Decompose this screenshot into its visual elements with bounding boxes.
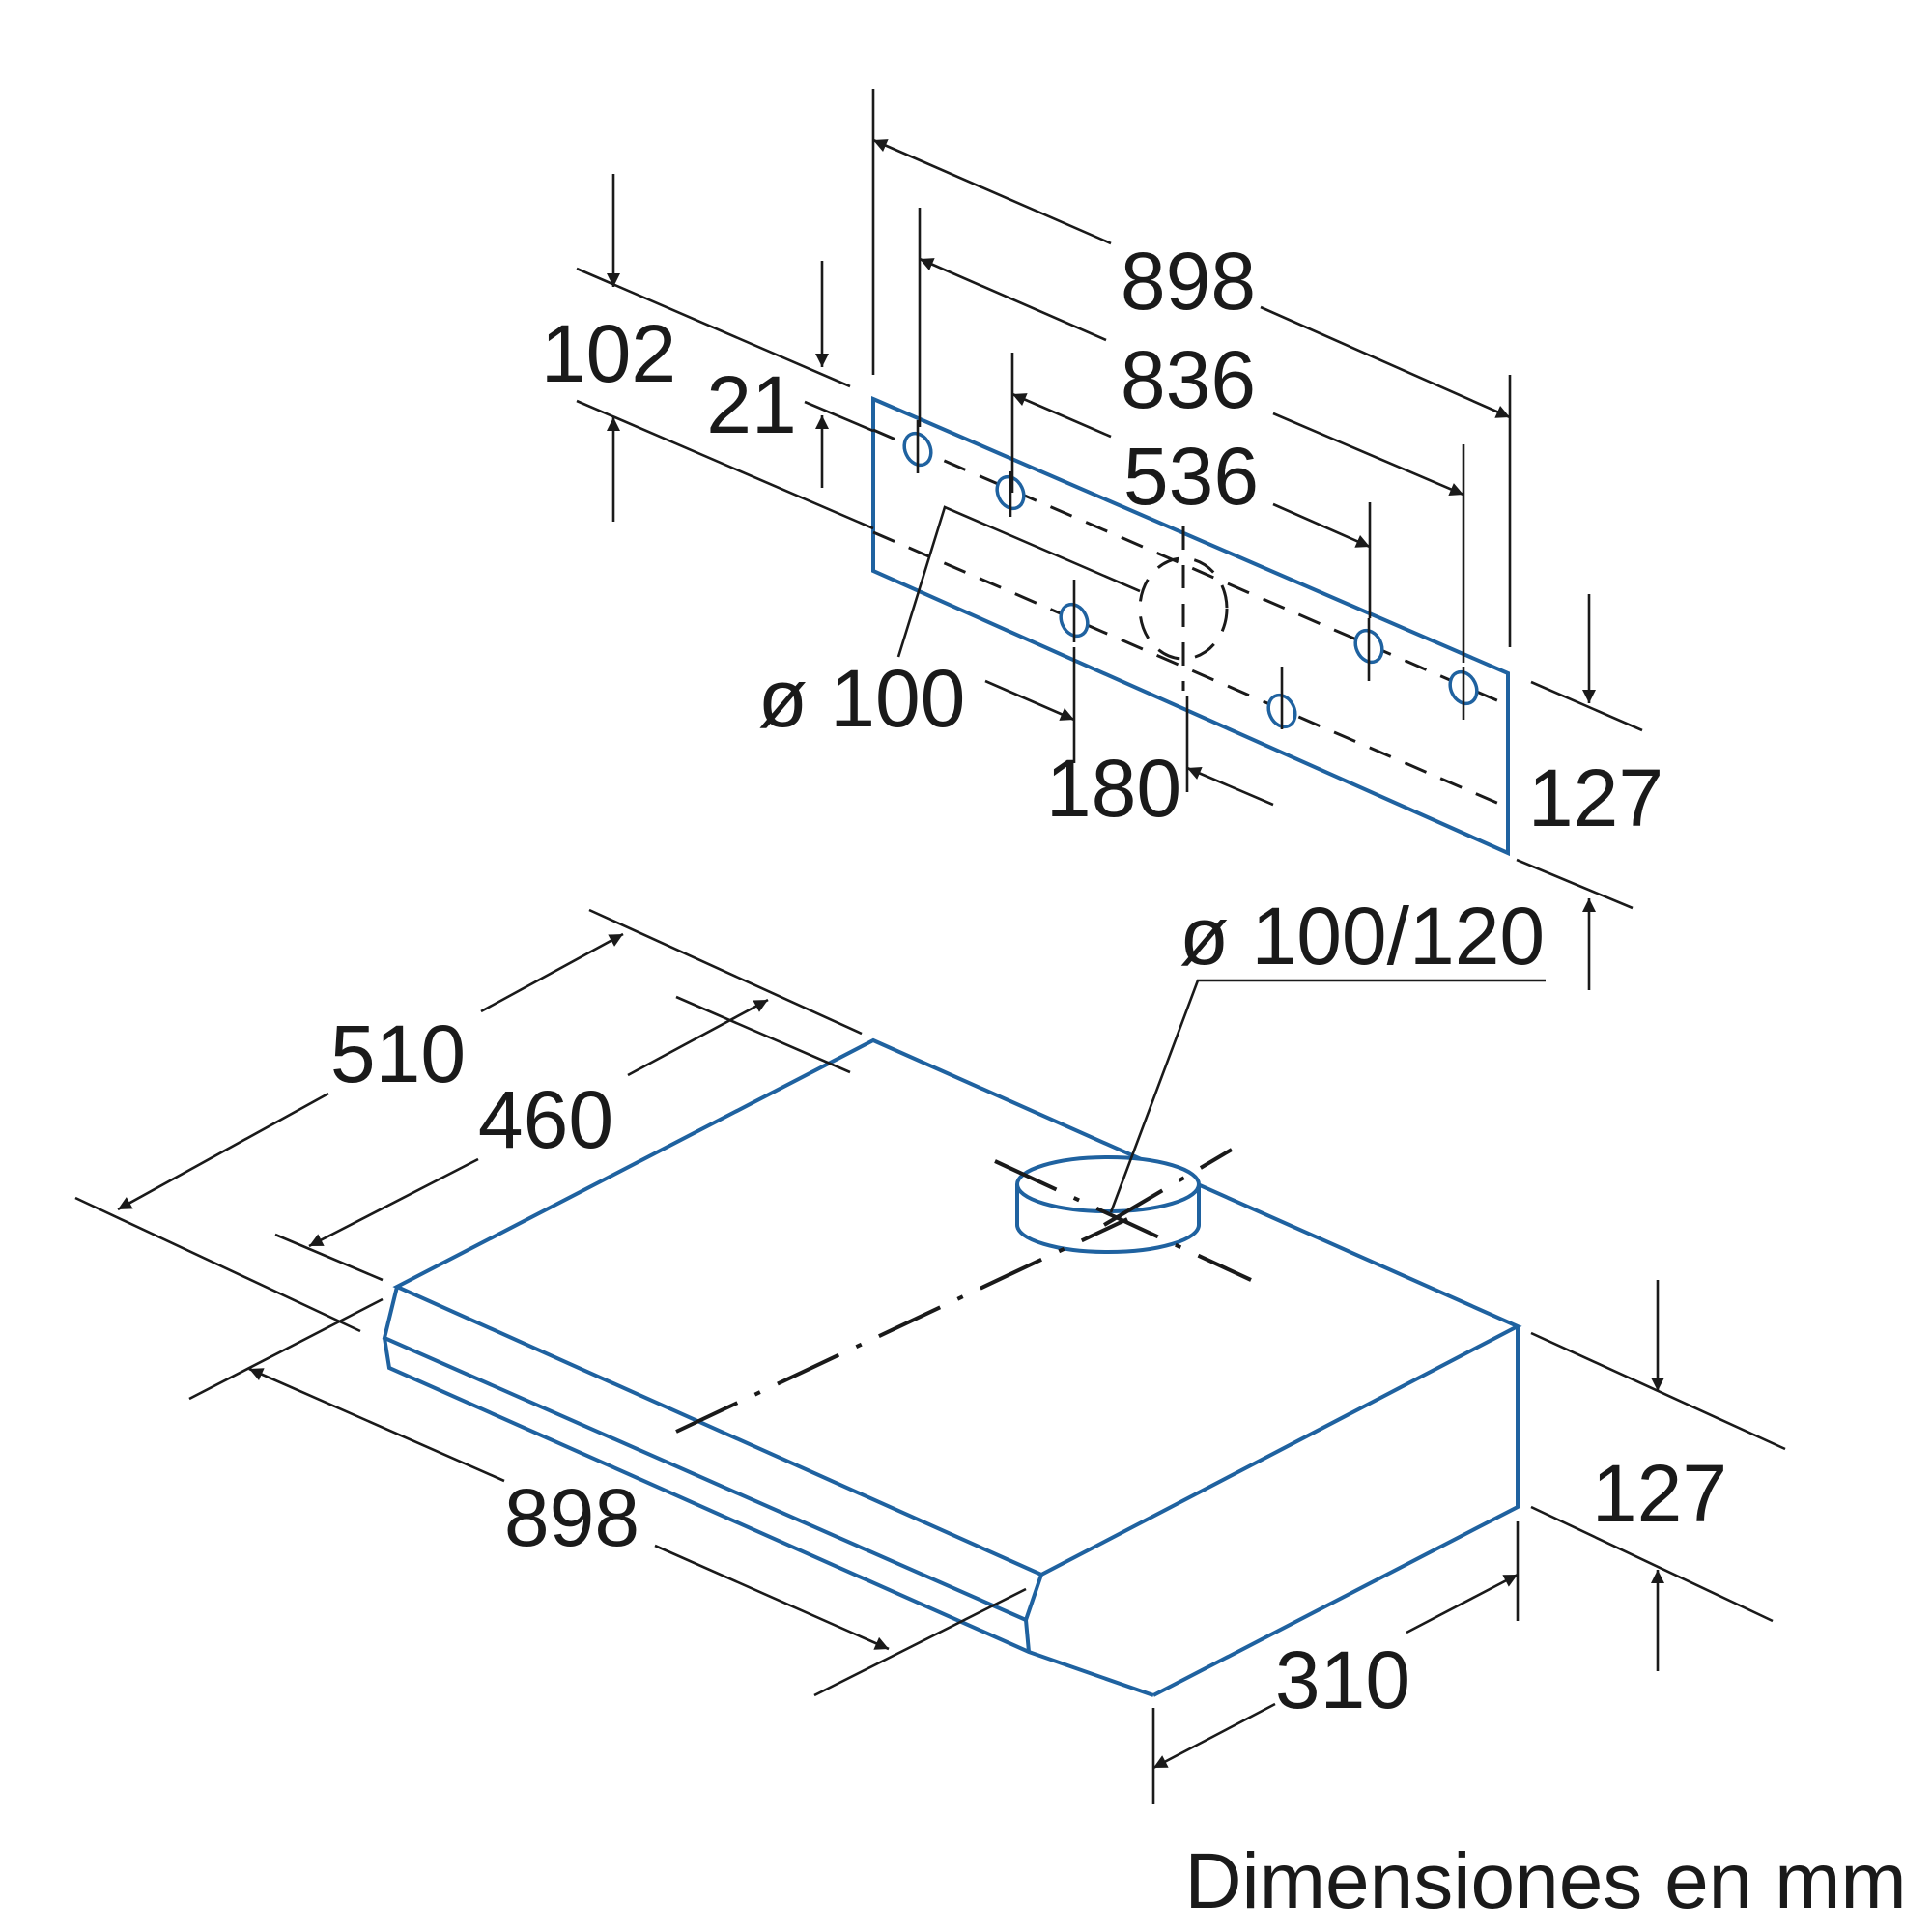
plate-height: 127	[1528, 753, 1663, 843]
plate-dim-127: 127	[1516, 594, 1663, 990]
plate-dim-536: 536	[1010, 353, 1372, 618]
hood-bottom-edge	[383, 1337, 1154, 1697]
hood-width: 898	[504, 1472, 639, 1563]
hood-front-panel	[382, 1286, 1043, 1623]
units-caption: Dimensiones en mm	[1184, 1837, 1906, 1925]
plate-top-offset: 102	[541, 308, 676, 399]
hood-front-depth: 310	[1275, 1634, 1410, 1725]
hood-centerline-cross	[994, 1159, 1252, 1282]
hood-side-face	[1152, 1326, 1520, 1697]
hood-dim-510: 510	[74, 908, 863, 1333]
plate-outline	[871, 395, 1510, 857]
lower-hole-row	[872, 530, 1509, 810]
hood-outlet-diameter: ø 100/120	[1179, 891, 1545, 981]
plate-outlet-offset: 180	[1046, 743, 1181, 834]
mounting-plate	[871, 395, 1510, 857]
hood-depth-body: 460	[478, 1074, 613, 1165]
hood-dim-127: 127	[1530, 1280, 1786, 1671]
hood-depth-overall: 510	[330, 1009, 466, 1099]
plate-outlet-diameter: ø 100	[758, 653, 966, 744]
plate-width-inner-holes: 536	[1123, 431, 1259, 522]
plate-dim-102: 102	[541, 174, 874, 530]
outlet-circle	[1138, 556, 1229, 661]
hood-height: 127	[1592, 1448, 1727, 1539]
hood-body	[382, 1037, 1522, 1697]
screw-holes	[902, 420, 1479, 729]
plate-hole-row-offset: 21	[706, 359, 796, 450]
plate-dim-outlet-diameter: ø 100	[758, 505, 1141, 744]
plate-dim-898: 898	[871, 89, 1512, 647]
plate-dim-836: 836	[918, 208, 1465, 663]
plate-dim-21: 21	[706, 261, 874, 488]
plate-width-overall: 898	[1121, 236, 1256, 327]
plate-width-outer-holes: 836	[1121, 334, 1256, 425]
hood-centerline-long	[675, 1217, 1128, 1434]
hood-dim-outlet-diameter: ø 100/120	[1109, 891, 1546, 1213]
hood-dim-310: 310	[1151, 1521, 1520, 1804]
hood-outlet-collar	[1015, 1155, 1201, 1254]
hood-dim-898: 898	[188, 1297, 1027, 1697]
hood-dim-460: 460	[274, 995, 851, 1282]
plate-dim-180: 180	[984, 647, 1274, 834]
